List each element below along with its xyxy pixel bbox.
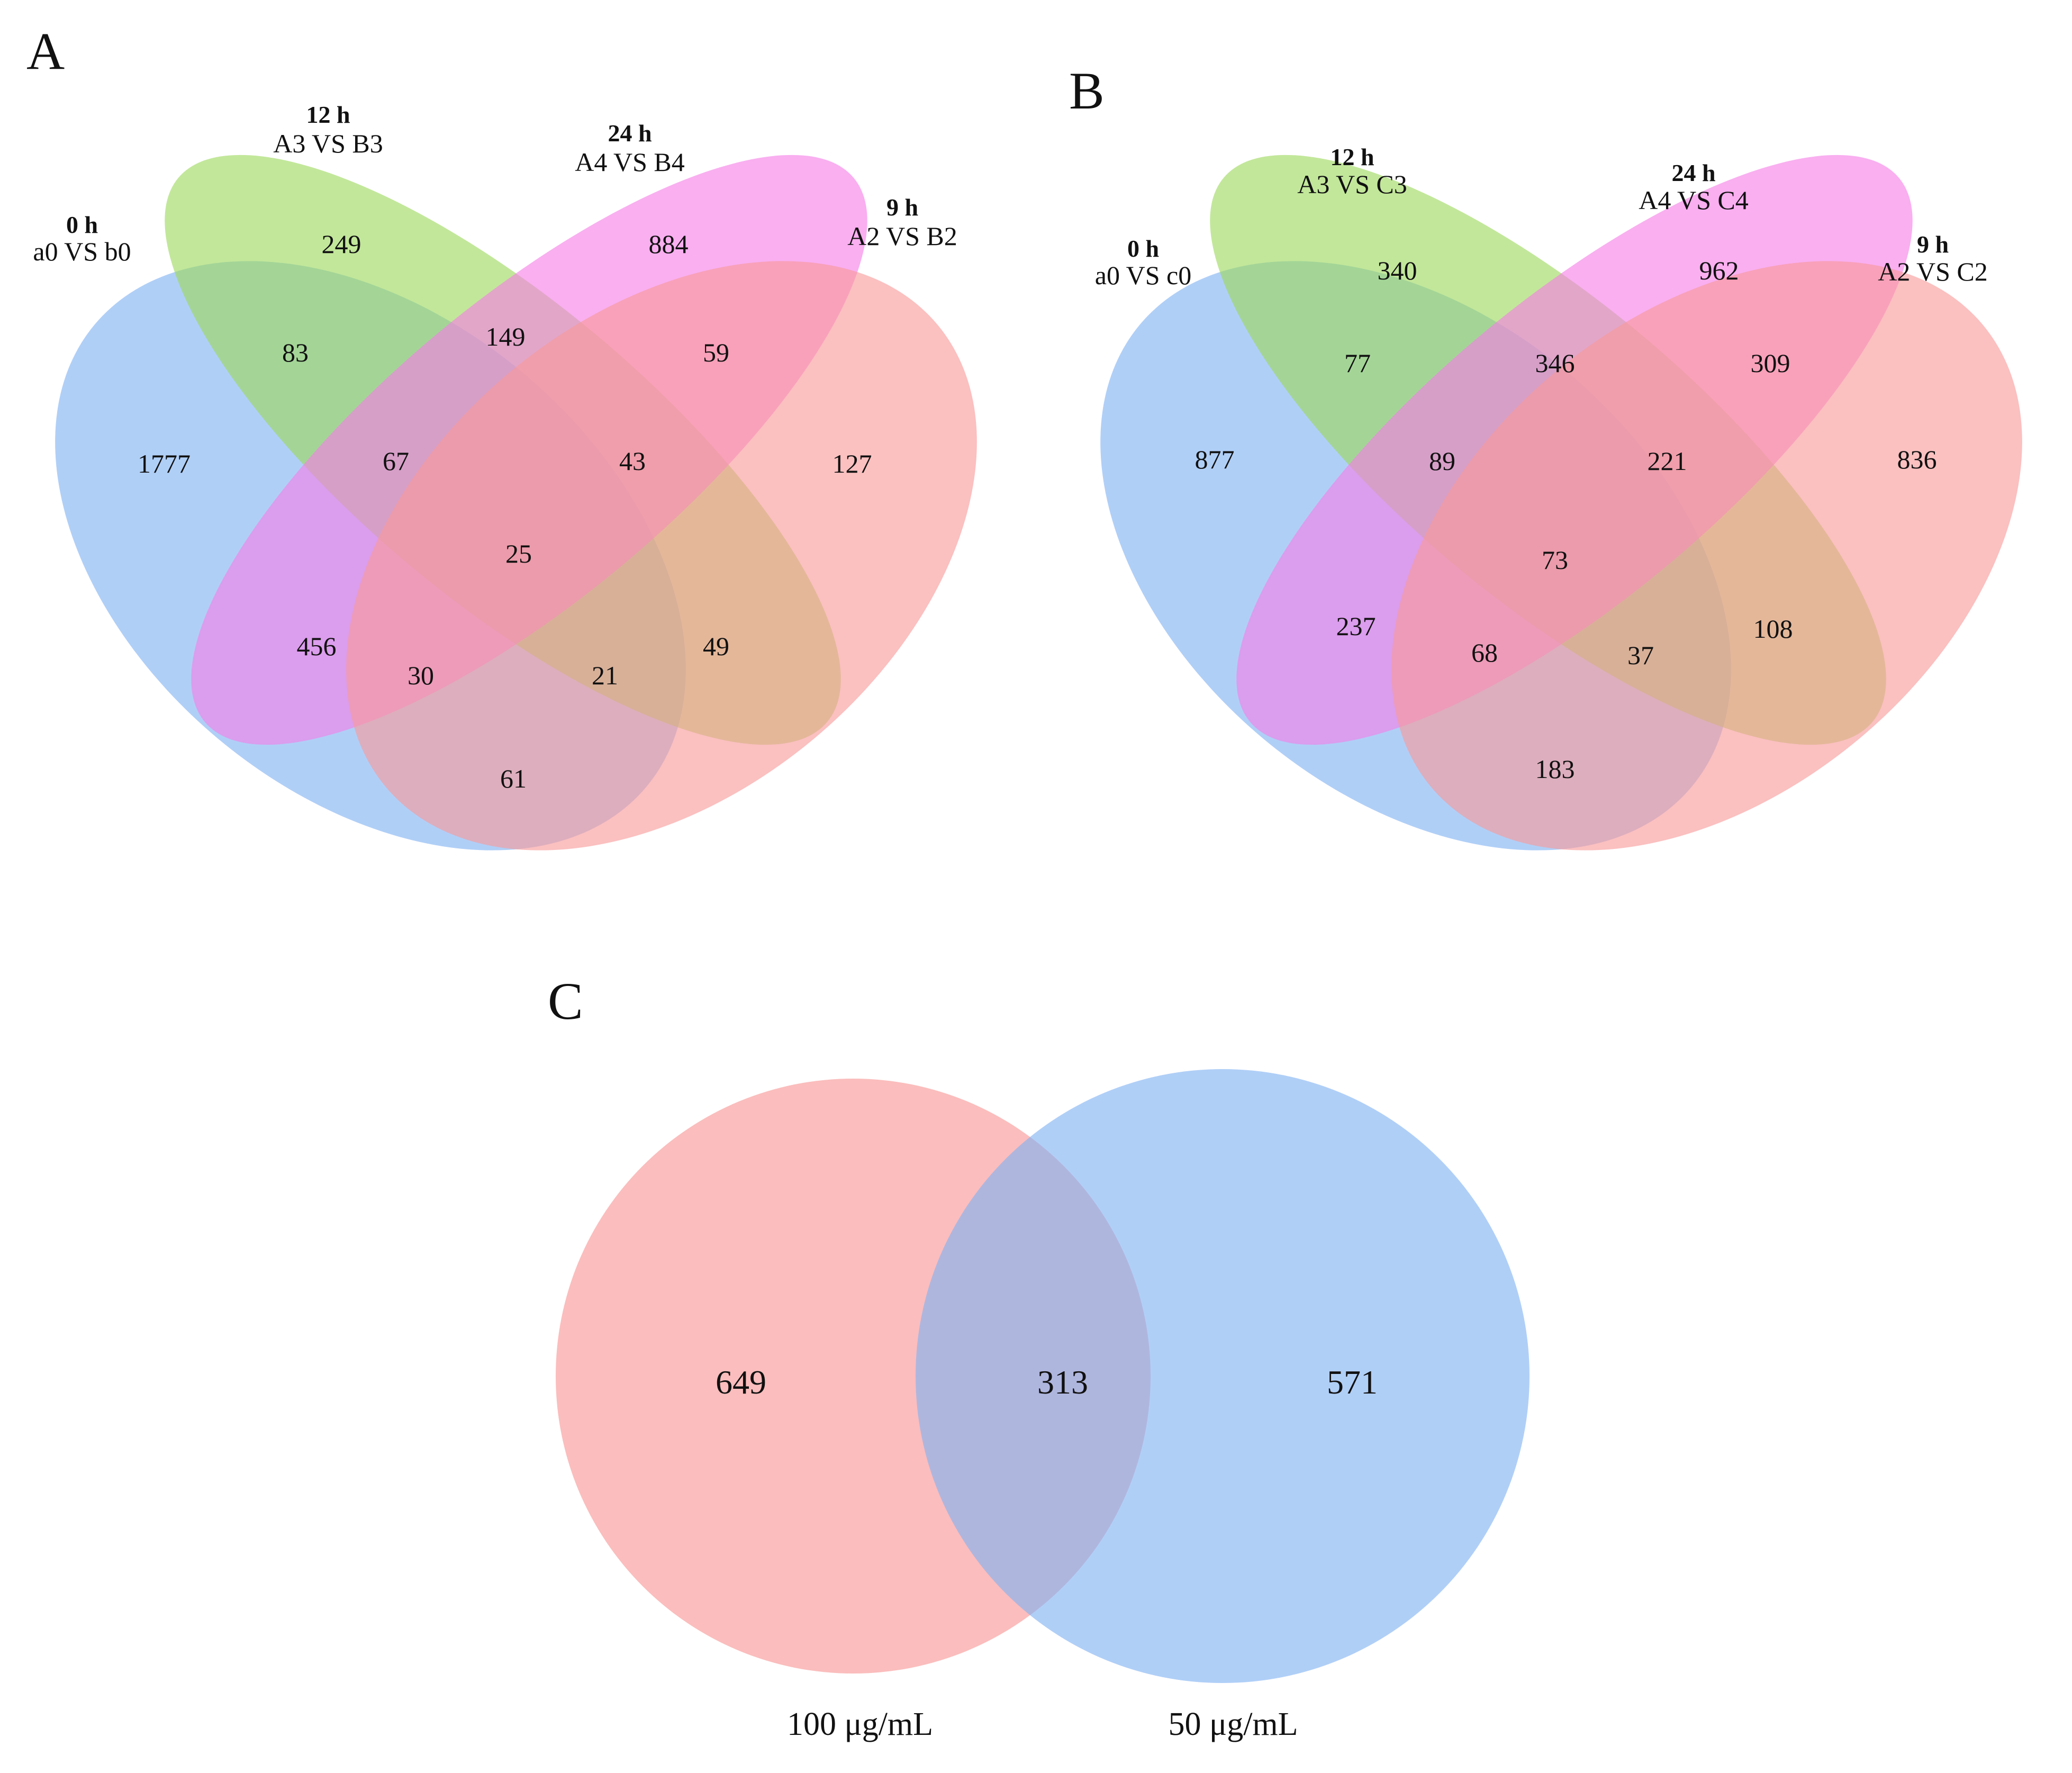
panel-c: C 649 313 571 100 μg/mL 50 μg/mL [548,972,1530,1742]
panel-b-region-count: 73 [1542,545,1568,575]
panel-a-set-9h-comparison: A2 VS B2 [847,221,957,251]
panel-b-region-count: 183 [1535,754,1575,784]
panel-b-set-24h-comparison: A4 VS C4 [1639,185,1748,215]
panel-b-region-count: 237 [1336,611,1376,641]
panel-a-set-24h-time: 24 h [608,120,652,147]
panel-c-region-count: 571 [1327,1363,1378,1401]
panel-b-set-0h-comparison: a0 VS c0 [1095,260,1191,290]
panel-a-region-count: 149 [486,322,526,351]
panel-c-set-100-label: 100 μg/mL [787,1706,933,1742]
panel-b-set-9h-ellipse [1391,261,2022,851]
panel-b-region-count: 340 [1378,256,1417,285]
panel-a-region-count: 1777 [138,449,191,478]
panel-b-set-12h-time: 12 h [1330,143,1374,170]
panel-b-region-count: 221 [1648,446,1687,476]
panel-a-set-12h-time: 12 h [306,101,350,128]
panel-b-set-9h-time: 9 h [1917,231,1949,258]
panel-a-region-count: 83 [282,338,309,367]
panel-c-letter: C [548,972,583,1030]
panel-b-set-0h-time: 0 h [1127,235,1159,262]
panel-a-region-count: 43 [619,446,646,476]
panel-b-region-count: 37 [1627,640,1654,670]
panel-b-region-count: 77 [1344,348,1371,378]
panel-a-region-count: 30 [408,661,434,690]
panel-b-region-count: 346 [1535,348,1575,378]
panel-a-region-count: 61 [500,764,527,793]
panel-b-set-12h-comparison: A3 VS C3 [1297,169,1407,199]
panel-c-set-50-circle [916,1069,1530,1683]
panel-b-region-count: 108 [1753,614,1793,644]
panel-b-region-count: 68 [1471,638,1498,667]
panel-a-region-count: 21 [592,661,618,690]
panel-c-region-count: 313 [1037,1363,1088,1401]
panel-a-region-count: 249 [322,229,361,259]
panel-a-set-24h-comparison: A4 VS B4 [575,147,684,177]
panel-a: A 0 h a0 VS b0 12 h A3 VS B3 24 h A4 VS … [26,22,977,851]
panel-c-region-count: 649 [716,1363,766,1401]
panel-a-region-count: 456 [297,631,337,661]
panel-a-set-9h-ellipse [346,261,977,851]
panel-b-region-count: 309 [1751,348,1790,378]
panel-a-set-0h-comparison: a0 VS b0 [33,237,131,266]
panel-a-region-count: 127 [833,449,872,478]
panel-b: B 0 h a0 VS c0 12 h A3 VS C3 24 h A4 VS … [1069,61,2022,851]
panel-a-region-count: 25 [505,539,532,568]
panel-a-region-count: 884 [649,229,689,259]
panel-a-set-12h-comparison: A3 VS B3 [273,129,383,158]
panel-b-region-count: 836 [1897,445,1937,474]
panel-b-set-9h-comparison: A2 VS C2 [1878,257,1987,286]
panel-a-set-0h-time: 0 h [66,211,98,238]
panel-a-region-count: 67 [383,446,409,476]
panel-a-region-count: 59 [703,338,729,367]
panel-a-region-count: 49 [703,631,729,661]
panel-b-set-24h-time: 24 h [1671,159,1715,186]
panel-b-region-count: 877 [1195,445,1235,474]
panel-a-set-9h-time: 9 h [886,194,918,221]
panel-c-set-50-label: 50 μg/mL [1168,1706,1298,1742]
panel-b-region-count: 962 [1699,256,1739,285]
panel-a-letter: A [26,22,65,80]
panel-b-region-count: 89 [1429,446,1455,476]
panel-b-letter: B [1069,61,1105,120]
